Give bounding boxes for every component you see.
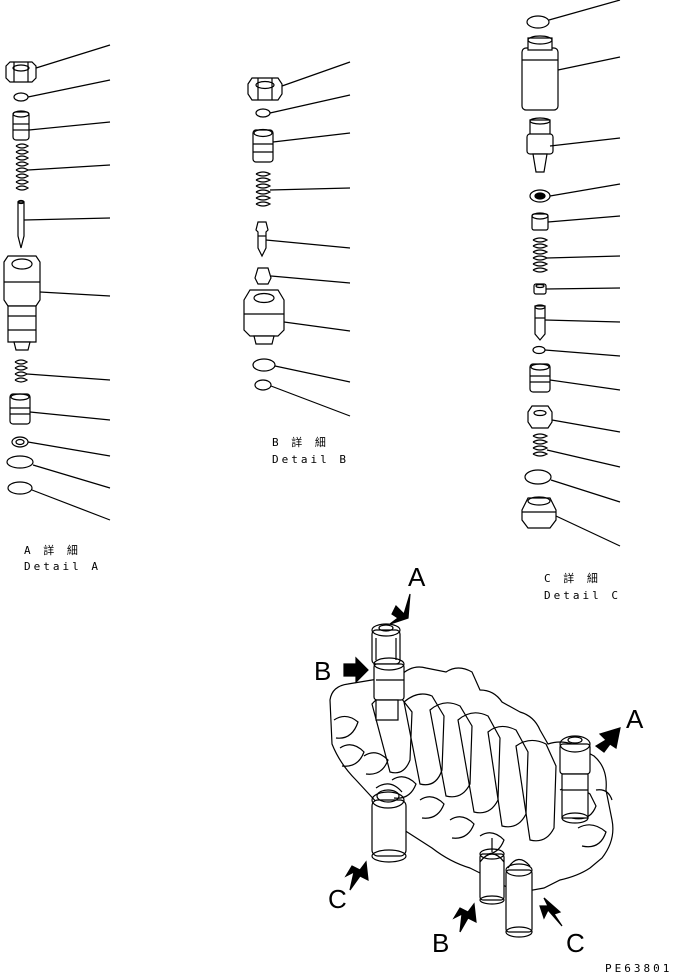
b-part-plug [253, 130, 273, 163]
a-part-washer [12, 437, 28, 447]
drawing-code: PE63801 [605, 962, 673, 975]
a-part-oring-3 [8, 482, 32, 494]
detail-b-caption: Detail B [272, 453, 349, 466]
detail-c-parts [522, 0, 620, 546]
c-part-oring-1 [527, 16, 549, 28]
arrow-a-top [390, 594, 410, 624]
b-part-spring [256, 172, 270, 206]
c-part-nut [528, 406, 552, 428]
detail-c-caption: Detail C [544, 589, 621, 602]
a-part-spring-1 [16, 144, 28, 190]
detail-c-title: C 詳 細 [544, 572, 601, 585]
label-c-left: C [328, 884, 347, 914]
assembly-valve-a-top [372, 624, 400, 664]
a-part-spring-2 [15, 360, 27, 382]
arrow-c-left [346, 862, 368, 890]
assembly-valve-b-top [374, 658, 404, 720]
a-part-nut [6, 62, 36, 82]
c-part-oring-2 [533, 347, 545, 354]
c-part-piston [530, 364, 550, 392]
c-part-plug [522, 497, 556, 528]
label-a-top: A [408, 562, 426, 592]
arrow-b-left [344, 658, 368, 682]
b-part-nut [248, 78, 282, 100]
a-part-piston [10, 394, 30, 424]
label-a-right: A [626, 704, 644, 734]
assembly-valve-c-bottom [506, 859, 532, 937]
detail-a-parts [4, 45, 110, 520]
b-part-oring-2 [253, 359, 275, 371]
b-part-oring-1 [256, 109, 270, 117]
c-part-spring-1 [533, 238, 547, 272]
a-part-body [4, 256, 40, 350]
c-part-spring-2 [533, 434, 547, 456]
c-part-body [522, 36, 558, 110]
a-part-oring-2 [7, 456, 33, 468]
a-part-oring-1 [14, 93, 28, 101]
assembly-valve-b-bottom [480, 838, 504, 904]
arrow-c-bottom [540, 898, 562, 926]
detail-b-parts [244, 62, 350, 416]
c-part-poppet [535, 305, 545, 340]
c-part-nut-small [534, 284, 546, 294]
label-b-bottom: B [432, 928, 450, 958]
label-b-left: B [314, 656, 332, 686]
assembly-valve-c-left [372, 784, 406, 862]
b-part-poppet [256, 222, 268, 256]
arrow-a-right [596, 728, 620, 752]
detail-b-title: B 詳 細 [272, 436, 329, 449]
c-part-cap [532, 213, 548, 230]
control-valve-assembly [330, 624, 613, 937]
b-part-body [244, 290, 284, 344]
a-part-plug [13, 111, 29, 140]
c-part-spool [527, 118, 553, 172]
assembly-valve-a-right [560, 736, 590, 823]
b-part-oring-3 [255, 380, 271, 390]
detail-a-title: A 詳 細 [24, 544, 81, 557]
a-part-poppet [18, 201, 24, 249]
c-part-washer [530, 190, 550, 202]
c-part-oring-3 [525, 470, 551, 484]
label-c-bottom: C [566, 928, 585, 958]
assembly-arrows [344, 594, 620, 932]
b-part-seat [255, 268, 271, 284]
arrow-b-bottom [454, 904, 476, 932]
detail-a-caption: Detail A [24, 560, 101, 573]
